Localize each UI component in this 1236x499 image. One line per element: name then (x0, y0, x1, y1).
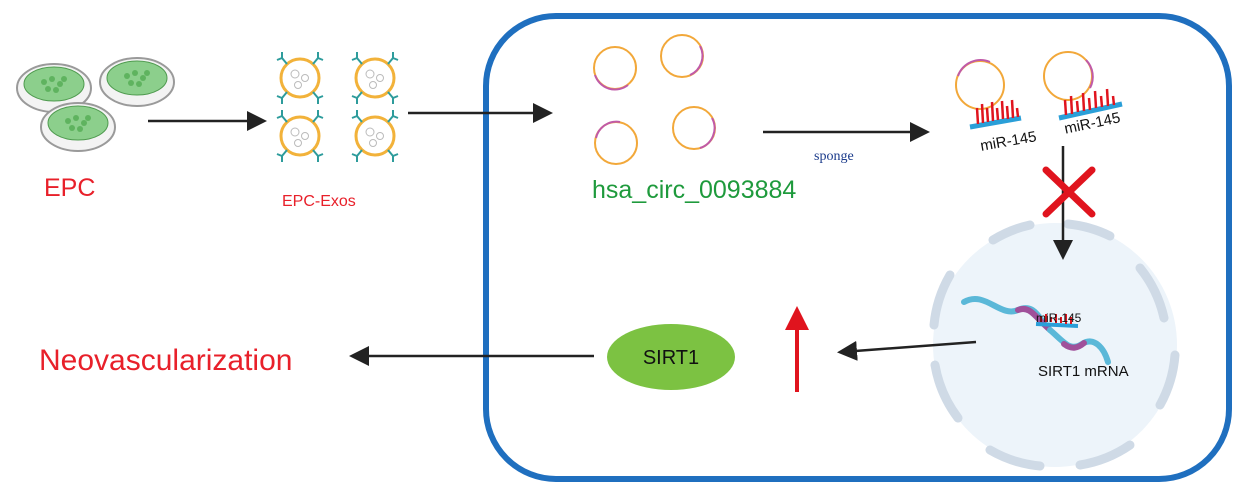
circrna-mir145-complex-1 (955, 59, 1022, 130)
circrna-mir145-complex-2 (1043, 51, 1123, 121)
cell-boundary (483, 13, 1232, 482)
epc-label: EPC (44, 174, 96, 202)
nucleus (929, 219, 1180, 471)
sirt1-mrna-label: SIRT1 mRNA (1038, 363, 1129, 380)
arrow-mrna-to-sirt1 (837, 340, 977, 361)
neovascularization-label: Neovascularization (39, 344, 293, 377)
sirt1-label: SIRT1 (642, 347, 700, 369)
epc-exosomes (276, 52, 399, 162)
circrna-label: hsa_circ_0093884 (592, 176, 797, 204)
epc-exos-label: EPC-Exos (282, 193, 356, 210)
inhibition-cross (1042, 166, 1096, 218)
sponge-label: sponge (814, 149, 854, 164)
nuclear-mir145-duplex (1035, 314, 1079, 328)
mir145-label-nuclear: miR-145 (1036, 311, 1082, 325)
epc-petri-dishes (16, 57, 175, 152)
circrna-rings (593, 34, 716, 165)
sirt1-protein (607, 324, 735, 390)
